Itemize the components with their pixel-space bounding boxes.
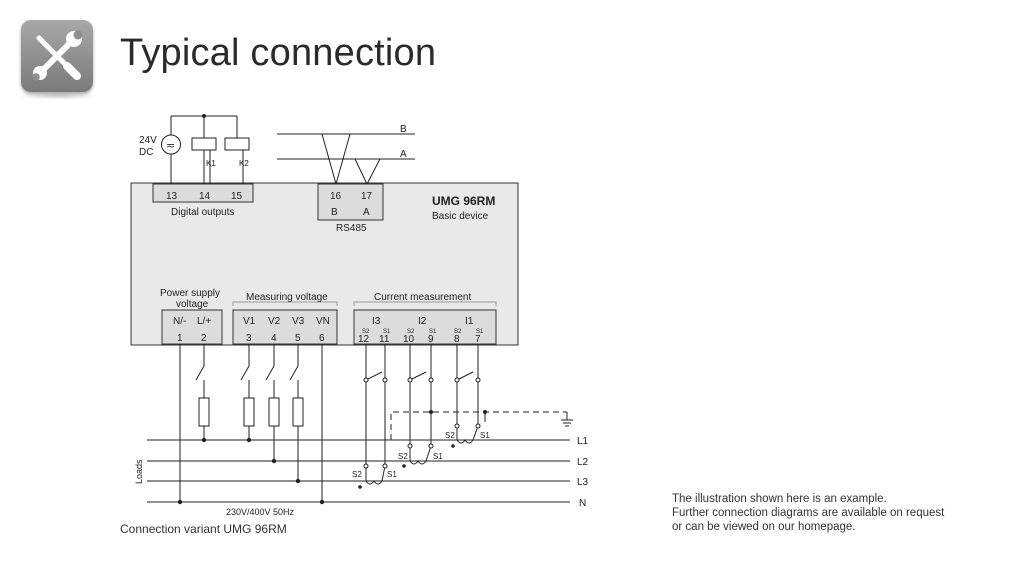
relay-k1-coil [191,137,217,151]
sub-s1-i1: S1 [476,329,484,335]
v3-fuse [292,397,304,427]
rs485-signal-b: B [331,207,338,218]
power-supply-terminal-block [161,309,223,345]
measuring-voltage-bracket [232,301,338,306]
device-subtitle: Basic device [432,211,489,222]
line-l2-label: L2 [577,457,589,468]
rs485-bus-b-label: B [400,124,407,135]
ground-connection [390,411,567,440]
ct-l1-s2: S2 [445,431,455,440]
line-n-label: N [579,498,586,509]
signal-v3: V3 [292,316,305,327]
tools-icon [21,20,93,92]
line-l3-label: L3 [577,477,589,488]
v2-fuse [268,397,280,427]
icon-shadow [18,92,98,100]
power-supply-label-line2: voltage [176,299,209,310]
rs485-signal-a: A [363,207,370,218]
terminal-11: 11 [379,334,390,345]
signal-l: L/+ [197,316,211,327]
note-line-1: The illustration shown here is an exampl… [672,493,887,505]
terminal-4: 4 [271,333,277,344]
digital-outputs-label: Digital outputs [171,207,234,218]
device-name: UMG 96RM [432,194,495,208]
terminal-16: 16 [330,191,342,202]
note-line-2: Further connection diagrams are availabl… [672,507,945,519]
terminal-1: 1 [177,333,183,344]
terminal-7: 7 [475,334,481,345]
power-supply-fuse [198,397,210,427]
rs485-bus-a-label: A [400,149,407,160]
line-l1-label: L1 [577,436,589,447]
sub-s2-i1: S2 [454,329,462,335]
terminal-12: 12 [358,334,370,345]
current-measurement-label: Current measurement [374,292,471,303]
terminal-3: 3 [246,333,252,344]
ct-l2-s2: S2 [398,452,408,461]
current-measurement-bracket [353,301,497,306]
v1-fuse [243,397,255,427]
terminal-10: 10 [403,334,415,345]
ct-l1-s1: S1 [480,431,490,440]
loads-label: Loads [134,459,144,484]
sub-s1-i2: S1 [429,329,437,335]
terminal-17: 17 [361,191,373,202]
power-supply-label-line1: Power supply [160,288,220,299]
terminal-6: 6 [319,333,325,344]
signal-vn: VN [316,316,330,327]
ct-l2-s1: S1 [433,452,443,461]
measuring-voltage-terminal-block [232,309,338,345]
example-note: The illustration shown here is an exampl… [672,492,944,534]
channel-i2: I2 [418,316,427,327]
sub-s2-i3: S2 [362,329,370,335]
terminal-5: 5 [295,333,301,344]
terminal-13: 13 [166,191,178,202]
supply-source-type: DC [139,147,153,158]
note-line-3: or can be viewed on our homepage. [672,521,856,533]
dc-symbol-glyph: ≂ [166,140,175,152]
terminal-14: 14 [199,191,211,202]
signal-n: N/- [173,316,186,327]
signal-v2: V2 [268,316,281,327]
dc-source-symbol [161,134,181,155]
ct-l3-s2: S2 [352,470,362,479]
relay-k2-label: K2 [239,159,249,168]
terminal-2: 2 [201,333,207,344]
ct-l3-s1: S1 [387,470,397,479]
terminal-9: 9 [428,334,434,345]
sub-s2-i2: S2 [407,329,415,335]
rs485-terminal-block [317,183,384,221]
page-title: Typical connection [120,32,437,74]
signal-v1: V1 [243,316,256,327]
terminal-8: 8 [454,334,460,345]
rs485-label: RS485 [336,223,367,234]
channel-i1: I1 [465,316,474,327]
terminal-15: 15 [231,191,243,202]
relay-k2-coil [224,137,250,151]
supply-source-voltage: 24V [139,135,157,146]
diagram-caption: Connection variant UMG 96RM [120,522,287,536]
supply-rating: 230V/400V 50Hz [226,507,295,517]
channel-i3: I3 [372,316,381,327]
measuring-voltage-label: Measuring voltage [246,292,328,303]
relay-k1-label: K1 [206,159,216,168]
digital-outputs-terminal-block [152,183,254,203]
sub-s1-i3: S1 [383,329,391,335]
current-measurement-terminal-block [353,309,497,345]
